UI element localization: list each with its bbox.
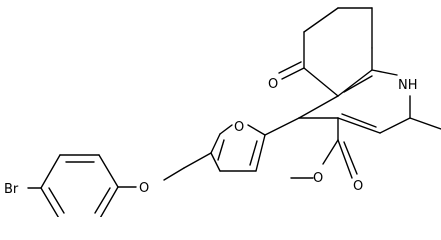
atom-ester-oxygen: O (313, 171, 323, 186)
atom-ketone-oxygen: O (268, 77, 278, 92)
bromophenyl-ring (40, 154, 119, 217)
bond-furan-c4 (264, 117, 300, 136)
atom-ether-oxygen: O (139, 181, 149, 196)
atom-nh: NH (398, 78, 418, 93)
atom-furan-oxygen: O (234, 120, 244, 135)
atom-br: Br (4, 182, 19, 197)
atom-carbonyl-oxygen: O (353, 179, 363, 194)
ester-group (290, 117, 358, 179)
molecule-structure: Br O O O NH O O (4, 7, 441, 217)
ether-linker (117, 152, 212, 188)
furan-ring (210, 124, 266, 172)
dihydropyridine-ring (298, 69, 411, 134)
cyclohexenone-ring (303, 7, 373, 97)
bond-methyl (409, 117, 441, 130)
ketone-double-bond (278, 61, 305, 80)
